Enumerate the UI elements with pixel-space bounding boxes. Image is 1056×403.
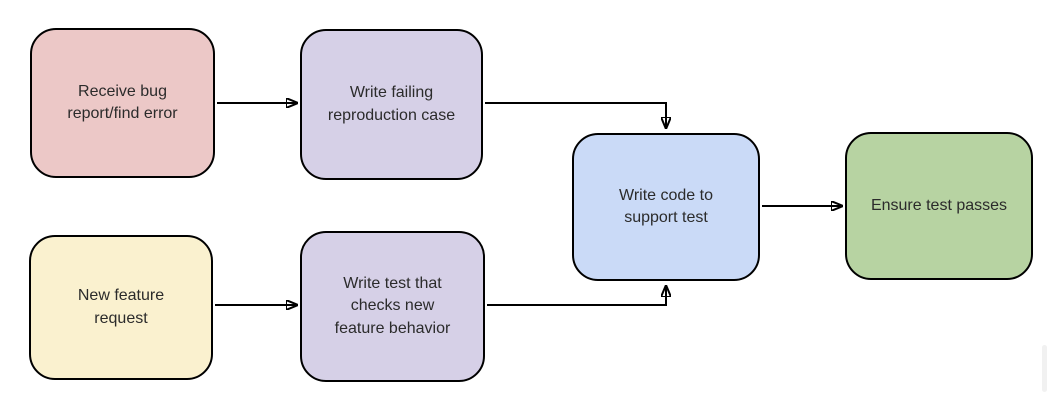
arrow-test-to-code	[487, 286, 666, 306]
scrollbar-thumb[interactable]	[1042, 345, 1047, 392]
node-receive-bug-report: Receive bug report/find error	[30, 28, 215, 178]
node-new-feature-request: New feature request	[29, 235, 213, 380]
node-write-test-checks-feature: Write test that checks new feature behav…	[300, 231, 485, 382]
node-ensure-test-passes-label: Ensure test passes	[870, 196, 1008, 214]
node-write-failing-reproduction-label: Write failing reproduction case	[327, 84, 456, 124]
node-new-feature-request-label: New feature request	[77, 287, 165, 327]
node-receive-bug-report-label: Receive bug report/find error	[67, 82, 178, 122]
node-write-code-support-test: Write code to support test	[572, 133, 760, 281]
node-write-test-checks-feature-label: Write test that checks new feature behav…	[334, 274, 451, 337]
node-ensure-test-passes: Ensure test passes	[845, 132, 1033, 280]
arrow-reproduction-to-code	[485, 102, 666, 128]
node-write-failing-reproduction: Write failing reproduction case	[300, 29, 483, 180]
node-write-code-support-test-label: Write code to support test	[619, 186, 713, 226]
